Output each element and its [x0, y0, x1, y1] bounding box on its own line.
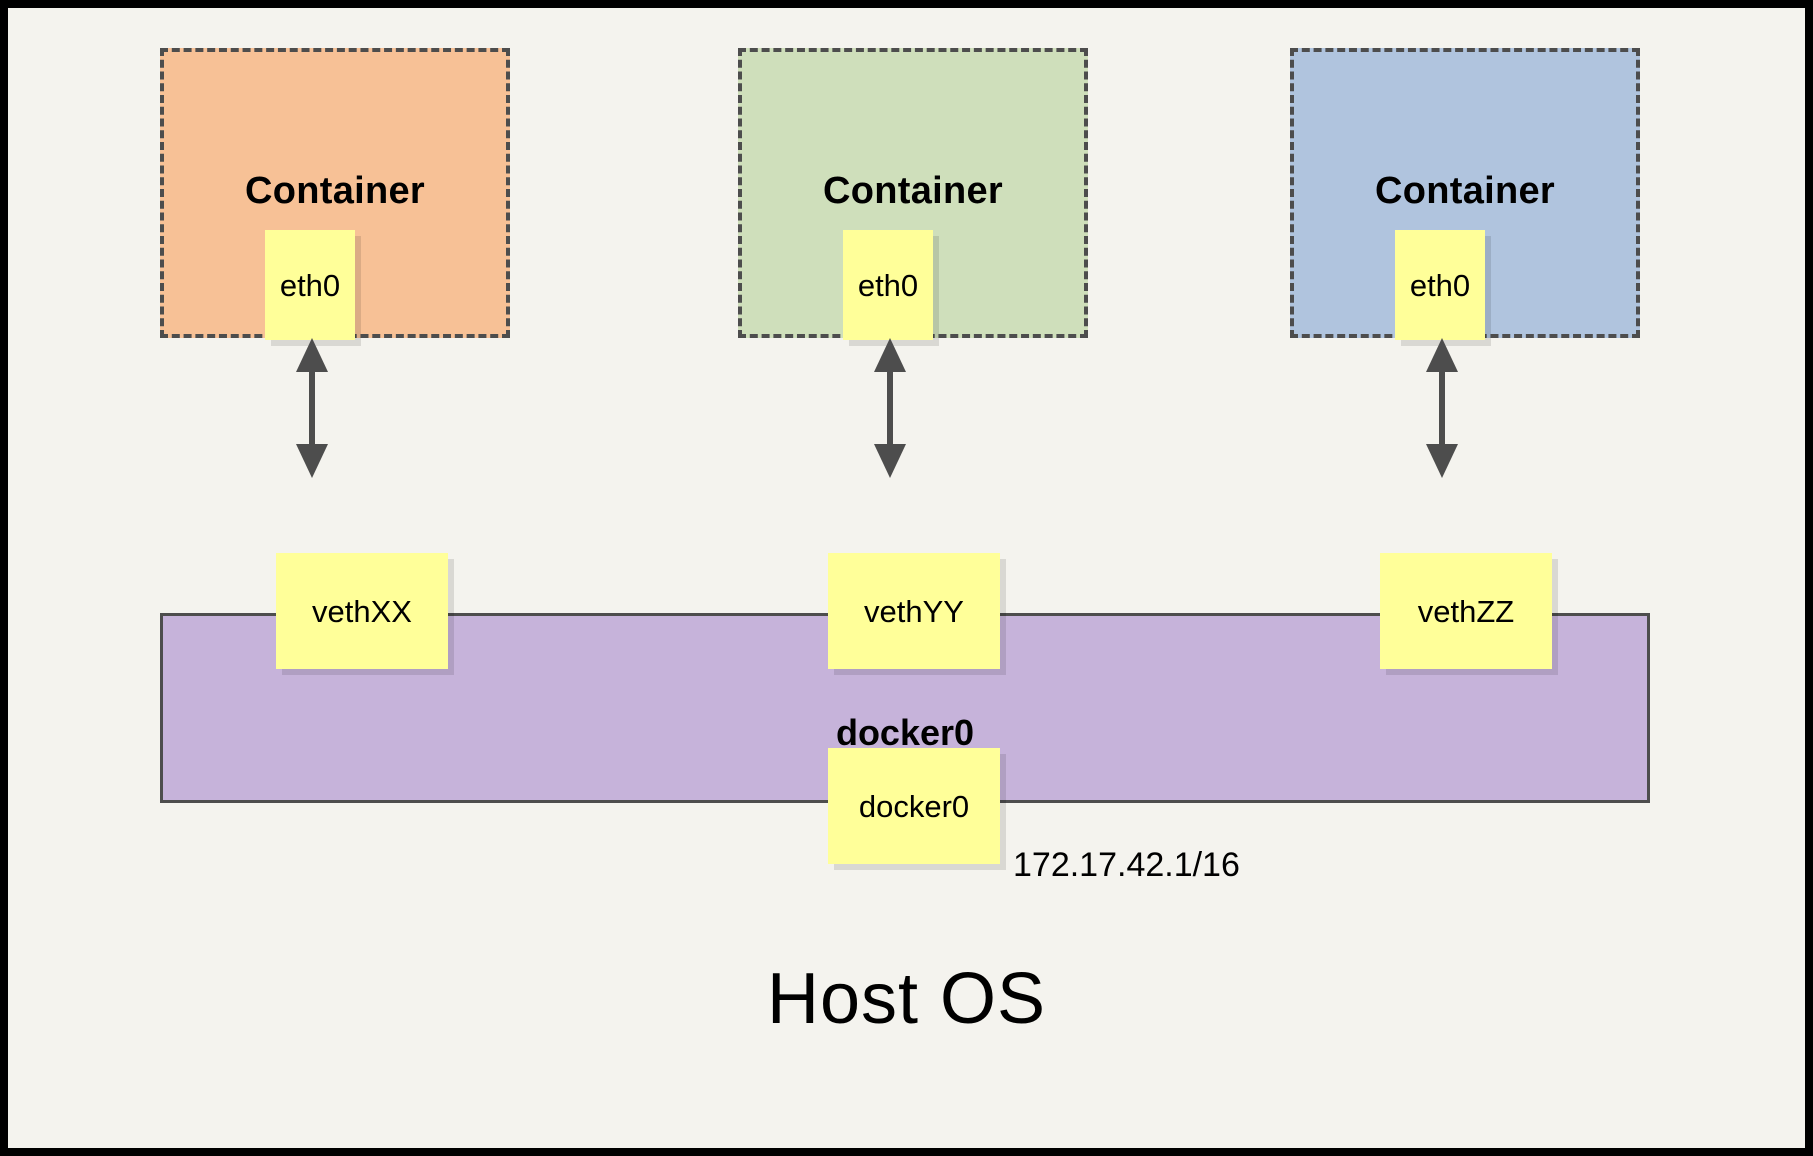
container-title-2: Container — [822, 170, 1004, 212]
eth0-node-3-label: eth0 — [1409, 267, 1471, 303]
veth-node-1-label: vethXX — [312, 593, 412, 629]
docker0-bridge-label: docker0 — [835, 712, 975, 753]
eth0-node-1: eth0 — [265, 230, 355, 340]
eth0-node-1-label: eth0 — [279, 267, 341, 303]
veth-node-3-label: vethZZ — [1417, 593, 1515, 629]
container-box-3: Container — [1290, 48, 1640, 338]
docker0-iface-label: docker0 — [858, 788, 970, 824]
host-os-title: Host OS — [766, 959, 1047, 1039]
container-title-3: Container — [1374, 170, 1556, 212]
diagram-stage: Container eth0 Container eth0 Container — [8, 8, 1805, 1148]
veth-node-3: vethZZ — [1380, 553, 1552, 669]
link-arrow-2 — [874, 338, 906, 478]
eth0-node-2-label: eth0 — [857, 267, 919, 303]
link-arrow-1 — [296, 338, 328, 478]
veth-node-2: vethYY — [828, 553, 1000, 669]
container-title-1: Container — [244, 170, 426, 212]
veth-node-1: vethXX — [276, 553, 448, 669]
docker0-ip-text: 172.17.42.1/16 — [1013, 846, 1240, 884]
eth0-node-2: eth0 — [843, 230, 933, 340]
link-arrow-3 — [1426, 338, 1458, 478]
docker0-iface-node: docker0 — [828, 748, 1000, 864]
veth-node-2-label: vethYY — [864, 593, 964, 629]
eth0-node-3: eth0 — [1395, 230, 1485, 340]
